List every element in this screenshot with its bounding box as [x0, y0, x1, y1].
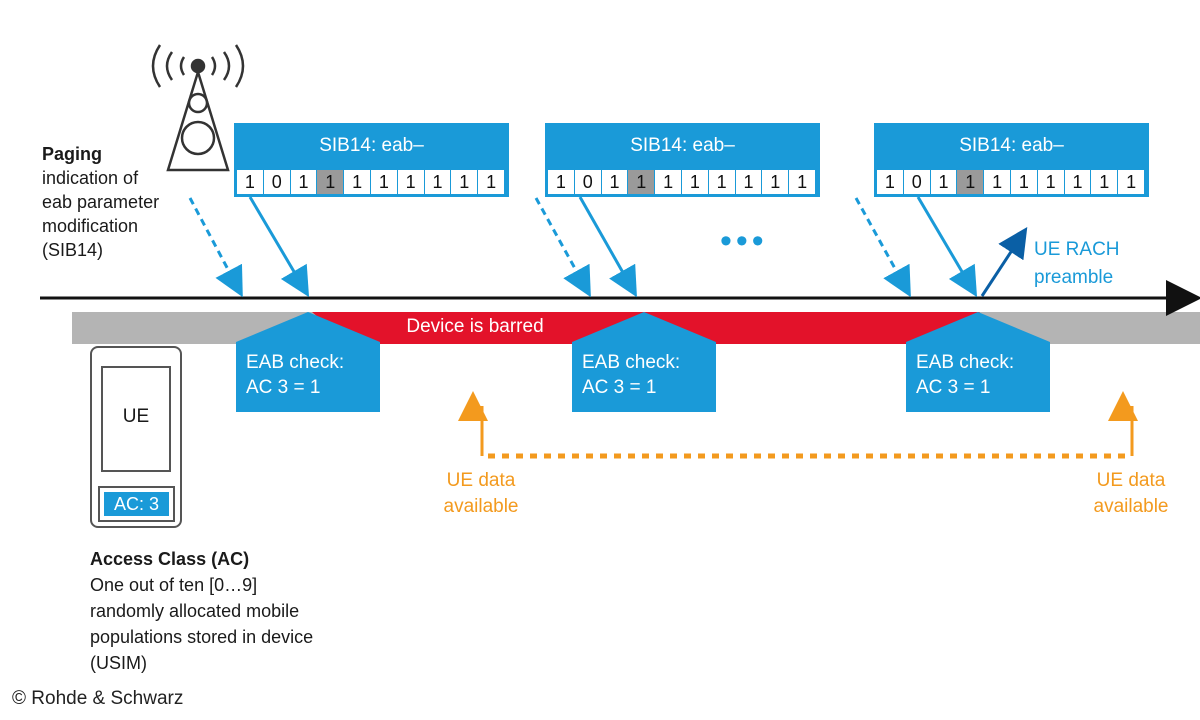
eab-bit: 1: [371, 170, 398, 194]
eab-bit: 1: [602, 170, 629, 194]
eab-bit: 1: [451, 170, 479, 194]
rach-arrow: [980, 226, 1028, 297]
ellipsis: •••: [720, 222, 768, 260]
copyright: © Rohde & Schwarz: [12, 688, 184, 709]
eab-bit: 0: [264, 170, 291, 194]
sib-arrow-1: [248, 196, 310, 298]
eab-bit: 1: [1011, 170, 1038, 194]
eab-bit: 1: [548, 170, 575, 194]
eab-bit: 1: [1065, 170, 1092, 194]
sib-arrow-3: [916, 196, 978, 298]
usim-slot: AC: 3: [98, 486, 175, 522]
eab-bit: 1: [1091, 170, 1119, 194]
sib-arrow-2: [578, 196, 637, 298]
access-class-description: One out of ten [0…9] randomly allocated …: [90, 575, 314, 673]
eab-bit: 1: [317, 170, 345, 194]
eab-bit: 1: [628, 170, 656, 194]
barred-label: Device is barred: [406, 316, 544, 337]
paging-arrow-1: [188, 197, 243, 298]
eab-bit: 1: [1038, 170, 1065, 194]
paging-arrow-2: [534, 197, 591, 298]
eab-bit: 1: [709, 170, 736, 194]
ue-access-class: AC: 3: [104, 492, 169, 516]
access-class-title: Access Class (AC): [90, 549, 250, 569]
eab-bit: 1: [877, 170, 904, 194]
paging-description: indication of eab parameter modification…: [42, 168, 160, 260]
antenna-tower-icon: [151, 44, 245, 172]
eab-check-text: EAB check: AC 3 = 1: [246, 352, 345, 398]
eab-bit: 1: [957, 170, 985, 194]
eab-bit: 1: [762, 170, 790, 194]
eab-bit: 1: [398, 170, 425, 194]
eab-bit: 1: [736, 170, 763, 194]
eab-bit: 1: [1126, 172, 1137, 192]
eab-check-text: EAB check: AC 3 = 1: [582, 352, 681, 398]
ue-screen: UE: [101, 366, 171, 472]
eab-bit: 1: [797, 172, 808, 192]
sib14-title: SIB14: eab–: [319, 135, 424, 156]
ue-device-icon: UE AC: 3: [90, 346, 182, 528]
eab-bit: 1: [931, 170, 958, 194]
eab-bit: 0: [904, 170, 931, 194]
eab-bit: 1: [291, 170, 318, 194]
eab-bit: 1: [425, 170, 452, 194]
access-class-text: Access Class (AC) One out of ten [0…9] r…: [90, 546, 370, 676]
rach-label: UE RACH preamble: [1034, 239, 1120, 288]
eab-bit: 1: [984, 170, 1011, 194]
ue-label: UE: [122, 406, 150, 427]
sib14-title: SIB14: eab–: [959, 135, 1064, 156]
eab-bit: 1: [655, 170, 682, 194]
ue-data-label-1: UE data available: [443, 470, 519, 517]
paging-arrow-3: [854, 197, 911, 298]
eab-bit: 0: [575, 170, 602, 194]
ue-data-label-2: UE data available: [1093, 470, 1169, 517]
paging-label: Paging indication of eab parameter modif…: [42, 142, 222, 262]
sib14-title: SIB14: eab–: [630, 135, 735, 156]
eab-bit: 1: [237, 170, 264, 194]
paging-title: Paging: [42, 144, 103, 164]
eab-bit: 1: [682, 170, 709, 194]
eab-check-text: EAB check: AC 3 = 1: [916, 352, 1015, 398]
eab-bit: 1: [486, 172, 497, 192]
eab-bit: 1: [344, 170, 371, 194]
